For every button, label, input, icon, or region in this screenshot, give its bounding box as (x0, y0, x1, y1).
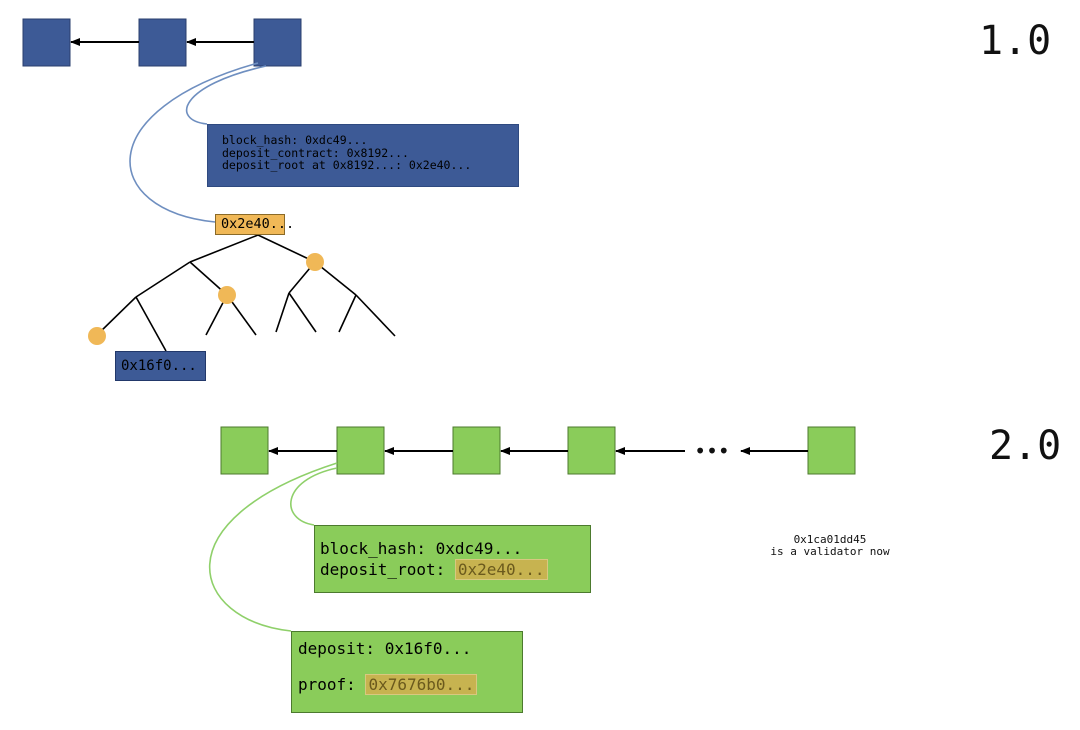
v2-deposit-root-key: deposit_root: (320, 560, 455, 579)
v1-deposit-contract: deposit_contract: 0x8192... (222, 145, 409, 160)
v1-block-info: block_hash: 0xdc49... deposit_contract: … (207, 124, 519, 187)
version-label-2: 2.0 (989, 423, 1062, 469)
v2-block-1 (220, 426, 269, 475)
v2-block-5 (807, 426, 856, 475)
v1-deposit-root: deposit_root at 0x8192...: 0x2e40... (222, 158, 472, 172)
v2-block-4 (567, 426, 616, 475)
v2-deposit-label: deposit: 0x16f0... (298, 639, 472, 658)
v2-ellipsis: ••• (694, 439, 729, 463)
validator-note: 0x1ca01dd45 is a validator now (740, 534, 920, 558)
merkle-tree (96, 234, 396, 352)
v2-deposit-box: deposit: 0x16f0... proof: 0x7676b0... (291, 631, 523, 713)
v2-deposit-root-value: 0x2e40... (454, 559, 548, 580)
proof-node-2 (218, 286, 236, 304)
v1-link-to-root (129, 62, 259, 223)
merkle-root-label: 0x2e40... (215, 214, 294, 235)
v1-block-3 (253, 18, 302, 67)
validator-note-text: is a validator now (770, 545, 890, 558)
validator-note-address: 0x1ca01dd45 (793, 533, 867, 546)
proof-node-1 (306, 253, 324, 271)
merkle-leaf-label: 0x16f0... (115, 351, 206, 381)
v2-block-3 (452, 426, 501, 475)
v2-link-to-info (290, 467, 338, 526)
v1-block-hash: block_hash: 0xdc49... (222, 133, 368, 147)
proof-node-3 (88, 327, 106, 345)
v1-link-to-info (186, 65, 267, 125)
v1-block-1 (22, 18, 71, 67)
v2-block-2 (336, 426, 385, 475)
v2-proof-value: 0x7676b0... (365, 674, 478, 695)
v2-proof-row: proof: 0x7676b0... (298, 674, 478, 695)
v2-proof-key: proof: (298, 675, 366, 694)
version-label-1: 1.0 (979, 18, 1052, 64)
v2-block-hash: block_hash: 0xdc49... (320, 539, 523, 558)
v2-block-info: block_hash: 0xdc49... deposit_root: 0x2e… (314, 525, 591, 593)
v2-link-to-deposit (208, 462, 338, 632)
v1-block-2 (138, 18, 187, 67)
